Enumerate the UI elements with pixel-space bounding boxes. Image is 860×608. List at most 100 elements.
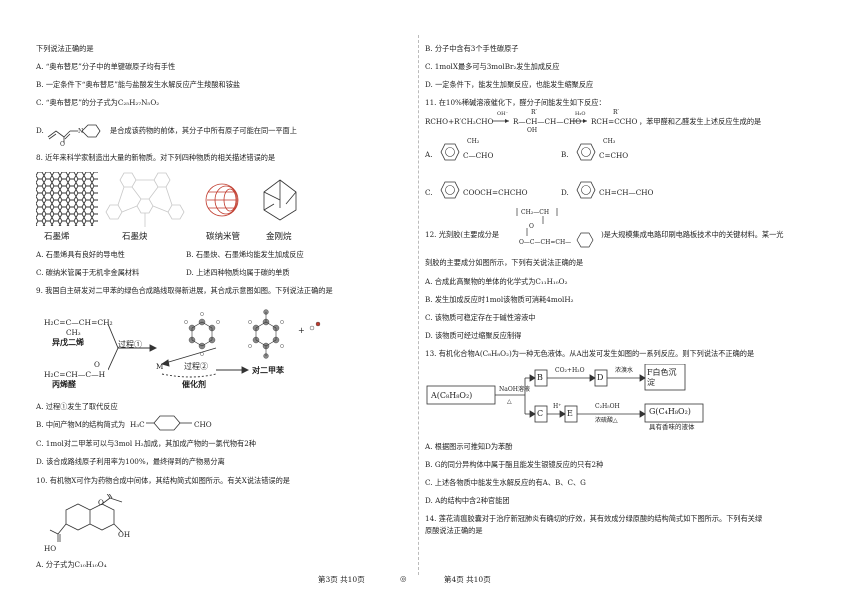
q7-option-c: C. “奥布替尼”的分子式为C₂₅H₂₇N₅O₂ bbox=[36, 98, 160, 107]
scheme13-heat: △ bbox=[507, 398, 512, 405]
q10-option-b: B. 分子中含有3个手性碳原子 bbox=[425, 44, 519, 53]
q11-option-a-ring bbox=[440, 143, 460, 161]
scheme13-e: E bbox=[567, 409, 573, 418]
q12-polymer-bottom: O—C—CH=CH— bbox=[519, 239, 572, 246]
q11-mid-bot: OH bbox=[527, 127, 538, 134]
graphene-caption: 石墨烯 bbox=[44, 232, 70, 242]
column-divider bbox=[418, 35, 419, 575]
q12-option-b: B. 发生加成反应时1mol该物质可消耗4molH₂ bbox=[425, 295, 574, 304]
q11-option-c-chain: COOCH=CHCHO bbox=[463, 188, 528, 197]
q11-mid: R—CH—CH—CHO bbox=[513, 117, 582, 126]
q9-stem: 9. 我国自主研发对二甲苯的绿色合成路线取得新进展，其合成示意图如图。下列说法正… bbox=[36, 286, 333, 295]
q13-option-c: C. 上述各物质中能发生水解反应的有A、B、C、G bbox=[425, 478, 586, 487]
q10-oh: OH bbox=[118, 530, 131, 539]
q11-option-a-top: CH₂ bbox=[467, 138, 480, 145]
q11-arrow1 bbox=[493, 119, 509, 123]
q9-option-d: D. 该合成路线原子利用率为100%，最终得到的产物易分离 bbox=[36, 457, 225, 466]
scheme13-naoh: NaOH溶液 bbox=[499, 386, 530, 393]
q11-mid-top: R′ bbox=[531, 109, 537, 116]
q11-option-c-ring bbox=[440, 181, 460, 199]
q10-option-c: C. 1molX最多可与3molBr₂发生加成反应 bbox=[425, 62, 560, 71]
q8-stem: 8. 近年来科学家制造出大量的新物质。对下列四种物质的相关描述错误的是 bbox=[36, 153, 276, 162]
q12-option-a: A. 合成此高聚物的单体的化学式为C₁₁H₁₀O₂ bbox=[425, 277, 568, 286]
q10-option-a: A. 分子式为C₁₀H₁₀O₄ bbox=[36, 560, 107, 569]
page-number-left: 第3页 共10页 bbox=[318, 575, 365, 584]
q12-polymer-graphics bbox=[516, 208, 594, 248]
acrolein-o: O bbox=[94, 360, 100, 369]
left-column: 下列说法正确的是 A. “奥布替尼”分子中的单键碳原子均有手性 B. 一定条件下… bbox=[0, 0, 420, 608]
q8-option-a: A. 石墨烯具有良好的导电性 bbox=[36, 250, 125, 259]
m-right: CHO bbox=[194, 420, 212, 429]
q11-product: RCH=CCHO bbox=[591, 117, 638, 126]
q9-option-c: C. 1mol对二甲苯可以与3mol H₂加成，其加成产物的一氯代物有2种 bbox=[36, 439, 256, 448]
q13-option-a: A. 根据图示可推知D为苯酚 bbox=[425, 442, 513, 451]
q9-option-a: A. 过程①发生了取代反应 bbox=[36, 402, 118, 411]
q7-precursor-n: N bbox=[78, 128, 83, 135]
page-center-mark: ◎ bbox=[400, 574, 407, 583]
q11-option-b-chain: C=CHO bbox=[599, 151, 629, 160]
q7-option-b: B. 一定条件下“奥布替尼”能与盐酸发生水解反应产生羧酸和铵盐 bbox=[36, 80, 241, 89]
q11-cond1: OH⁻ bbox=[497, 111, 509, 117]
q11-option-b-label: B. bbox=[561, 150, 569, 159]
q7-stem-end: 下列说法正确的是 bbox=[36, 44, 94, 53]
right-column: B. 分子中含有3个手性碳原子 C. 1molX最多可与3molBr₂发生加成反… bbox=[425, 0, 860, 608]
q13-stem: 13. 有机化合物A(C₈H₈O₂)为一种无色液体。从A出发可发生如图的一系列反… bbox=[425, 349, 755, 358]
page-number-right: 第4页 共10页 bbox=[444, 575, 491, 584]
graphene-image bbox=[36, 172, 98, 226]
scheme9-graphics bbox=[108, 309, 321, 378]
scheme13-d: D bbox=[597, 373, 604, 382]
q11-option-b-top: CH₃ bbox=[603, 138, 616, 145]
adamantane-image bbox=[263, 179, 297, 221]
acrolein-formula: H₂C=CH—C—H bbox=[44, 370, 106, 379]
adamantane-caption: 金刚烷 bbox=[266, 232, 292, 242]
q7-precursor-o: O bbox=[60, 141, 65, 147]
scheme13-br: 浓溴水 bbox=[615, 367, 634, 374]
q8-option-d: D. 上述四种物质均属于碳的单质 bbox=[186, 268, 290, 277]
q10-structure bbox=[49, 494, 123, 542]
q10-ho: HO bbox=[44, 544, 57, 553]
q11-option-d-chain: CH=CH—CHO bbox=[599, 188, 654, 197]
isoprene-methyl: CH₃ bbox=[66, 328, 81, 337]
q10-stem: 10. 有机物X可作为药物合成中间体，其结构简式如图所示。有关X说法错误的是 bbox=[36, 476, 290, 485]
isoprene-name: 异戊二烯 bbox=[52, 337, 84, 347]
q11-option-c-label: C. bbox=[425, 188, 433, 197]
scheme13-h: H⁺ bbox=[553, 403, 562, 410]
q11-option-a-label: A. bbox=[425, 150, 433, 159]
m-ring-structure bbox=[146, 415, 192, 431]
q11-tail: ，苯甲醛和乙醛发生上述反应生成的是 bbox=[639, 117, 762, 126]
q11-reactant: RCHO+R′CH₂CHO bbox=[425, 117, 494, 126]
q11-option-b-ring bbox=[576, 143, 596, 161]
q7-precursor-structure: O N bbox=[47, 124, 101, 147]
scheme13-h2so4: 浓硫酸△ bbox=[595, 417, 618, 424]
q10-ring-o: O bbox=[98, 498, 104, 507]
scheme13-graphics bbox=[426, 364, 704, 423]
plus-sign: + bbox=[298, 326, 305, 335]
q12-polymer-o: O bbox=[529, 223, 534, 230]
q11-right-top: R′ bbox=[613, 109, 619, 116]
q12-stem-mid: )是大规模集成电路印刷电路板技术中的关键材料。某一光 bbox=[601, 230, 784, 239]
graphdiyne-caption: 石墨炔 bbox=[122, 232, 148, 242]
q8-option-b: B. 石墨炔、石墨烯均能发生加成反应 bbox=[186, 250, 304, 259]
q11-cond2: H₂O bbox=[575, 111, 586, 117]
intermediate-m: M bbox=[156, 362, 164, 371]
q7-option-d: 是合成该药物的前体，其分子中所有原子可能在同一平面上 bbox=[110, 126, 297, 135]
q7-option-a: A. “奥布替尼”分子中的单键碳原子均有手性 bbox=[36, 62, 176, 71]
product-name: 对二甲苯 bbox=[252, 365, 284, 375]
q14-stem-end: 原酸说法正确的是 bbox=[425, 526, 483, 535]
scheme13-f: F白色沉淀 bbox=[647, 368, 677, 387]
scheme13-g-note: 具有香味的液体 bbox=[649, 423, 695, 431]
scheme13-co2: CO₂+H₂O bbox=[555, 367, 585, 374]
scheme13-a: A(C₈H₈O₂) bbox=[431, 391, 473, 400]
q12-stem-start: 12. 光刻胶(主要成分是 bbox=[425, 230, 500, 239]
q11-option-d-label: D. bbox=[561, 188, 569, 197]
scheme13-c: C bbox=[537, 409, 544, 418]
nanotube-image bbox=[205, 183, 239, 217]
scheme13-g: G(C₄H₈O₂) bbox=[649, 407, 691, 416]
m-left: H₃C bbox=[130, 420, 145, 429]
q12-stem-end: 刻胶的主要成分如图所示，下列有关说法正确的是 bbox=[425, 258, 584, 267]
q11-option-a-chain: C—CHO bbox=[463, 151, 494, 160]
graphdiyne-image bbox=[105, 172, 185, 227]
q7-option-d-label: D. bbox=[36, 126, 44, 135]
q13-option-d: D. A的结构中含2种官能团 bbox=[425, 496, 510, 505]
isoprene-formula: H₂C=C—CH=CH₂ bbox=[44, 318, 113, 327]
